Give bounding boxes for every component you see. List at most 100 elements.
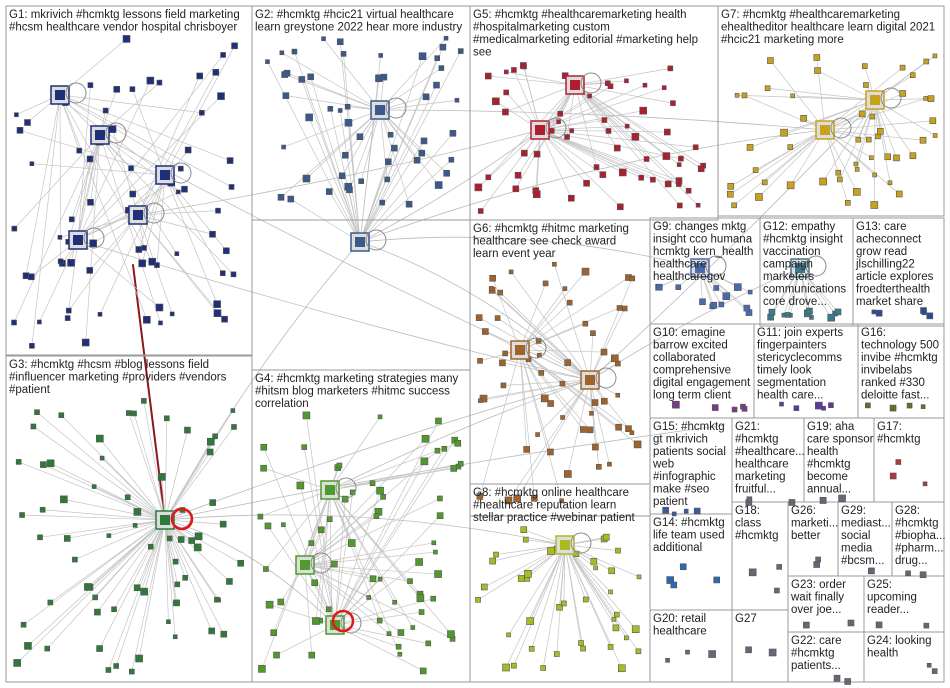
node-marker <box>107 534 111 538</box>
cluster-label-line: healthcaregov <box>653 271 725 283</box>
node-marker <box>678 156 683 161</box>
node-marker <box>676 182 681 187</box>
cluster-label-line: #hcmktg <box>735 530 778 542</box>
node-marker <box>312 617 319 624</box>
cluster-label-line: make #seo <box>653 484 709 496</box>
node-marker <box>719 302 724 307</box>
cluster-label-line: G9: changes mktg <box>653 221 746 233</box>
node-marker <box>863 82 868 87</box>
node-marker <box>126 411 131 416</box>
cluster-label-g20: G20: retailhealthcare <box>653 613 707 638</box>
node-marker <box>238 560 244 566</box>
node-marker <box>592 444 598 450</box>
node-marker <box>210 500 216 506</box>
node-marker <box>345 104 350 109</box>
node-marker <box>134 585 140 591</box>
node-marker <box>568 195 574 201</box>
cluster-label-line: stellar practice #webinar patient <box>473 512 636 524</box>
node-marker <box>900 65 905 70</box>
node-marker <box>12 226 17 231</box>
cluster-label-line: class <box>735 518 761 530</box>
node-marker <box>283 93 289 99</box>
node-marker <box>637 575 641 579</box>
node-marker <box>624 79 628 83</box>
node-marker <box>437 513 443 519</box>
node-marker <box>921 405 925 409</box>
node-marker <box>133 523 137 527</box>
node-marker <box>178 537 184 543</box>
node-marker <box>486 175 491 180</box>
node-marker <box>421 458 428 465</box>
cluster-label-line: healthcare see check award <box>473 236 616 248</box>
node-marker <box>141 398 146 403</box>
node-marker <box>478 399 482 403</box>
node-marker <box>47 460 54 467</box>
node-marker <box>755 194 762 201</box>
node-marker <box>747 144 753 150</box>
node-marker <box>431 596 436 601</box>
node-marker <box>433 550 437 554</box>
node-marker <box>527 618 534 625</box>
node-marker <box>38 535 43 540</box>
node-marker <box>158 473 165 480</box>
node-marker <box>511 663 516 668</box>
node-marker <box>749 569 756 576</box>
cluster-label-line: web <box>652 459 674 471</box>
cluster-label-line: G16: <box>861 327 886 339</box>
node-marker <box>374 514 379 519</box>
node-marker <box>820 497 826 503</box>
node-marker <box>114 86 120 92</box>
node-marker <box>714 577 720 583</box>
node-marker <box>591 558 597 564</box>
node-marker <box>370 481 375 486</box>
node-marker <box>28 274 34 280</box>
cluster-label-line: #hcmktg <box>895 518 938 530</box>
node-marker <box>906 571 911 576</box>
cluster-label-line: G27 <box>735 613 757 625</box>
node-marker <box>735 93 739 97</box>
node-marker <box>700 299 706 305</box>
cluster-label-line: marketers <box>763 271 814 283</box>
node-marker <box>888 181 892 185</box>
node-marker <box>112 607 117 612</box>
cluster-label-line: drug... <box>895 555 928 567</box>
node-marker <box>602 118 607 123</box>
node-marker <box>567 300 572 305</box>
node-marker <box>109 126 116 133</box>
node-marker <box>170 312 174 316</box>
node-marker <box>136 655 143 662</box>
node-marker <box>876 622 882 628</box>
node-marker <box>149 258 156 265</box>
node-marker <box>769 649 776 656</box>
node-marker <box>501 383 506 388</box>
node-marker <box>98 312 102 316</box>
cluster-label-line: hcmktg kern_health <box>653 246 753 258</box>
cluster-label-line: #healthcare... <box>735 446 805 458</box>
node-marker <box>563 287 567 291</box>
node-marker <box>114 664 119 669</box>
node-marker <box>194 544 201 551</box>
node-marker <box>582 268 589 275</box>
node-marker <box>444 36 448 40</box>
node-marker <box>868 568 874 574</box>
node-marker <box>498 290 503 295</box>
node-marker <box>261 465 267 471</box>
node-marker <box>928 96 934 102</box>
cluster-label-line: health care... <box>757 390 823 402</box>
node-marker <box>435 448 440 453</box>
node-marker <box>910 73 915 78</box>
node-marker <box>183 575 188 580</box>
node-marker <box>227 158 233 164</box>
node-marker <box>877 128 883 134</box>
hub-node-avatar <box>535 125 545 135</box>
node-marker <box>175 252 179 256</box>
node-marker <box>554 652 559 657</box>
node-marker <box>781 129 788 136</box>
node-marker <box>378 415 382 419</box>
node-marker <box>836 170 841 175</box>
node-marker <box>451 465 457 471</box>
cluster-label-line: G11: join experts <box>757 327 843 339</box>
node-marker <box>30 162 34 166</box>
node-marker <box>609 590 613 594</box>
node-marker <box>258 665 265 672</box>
